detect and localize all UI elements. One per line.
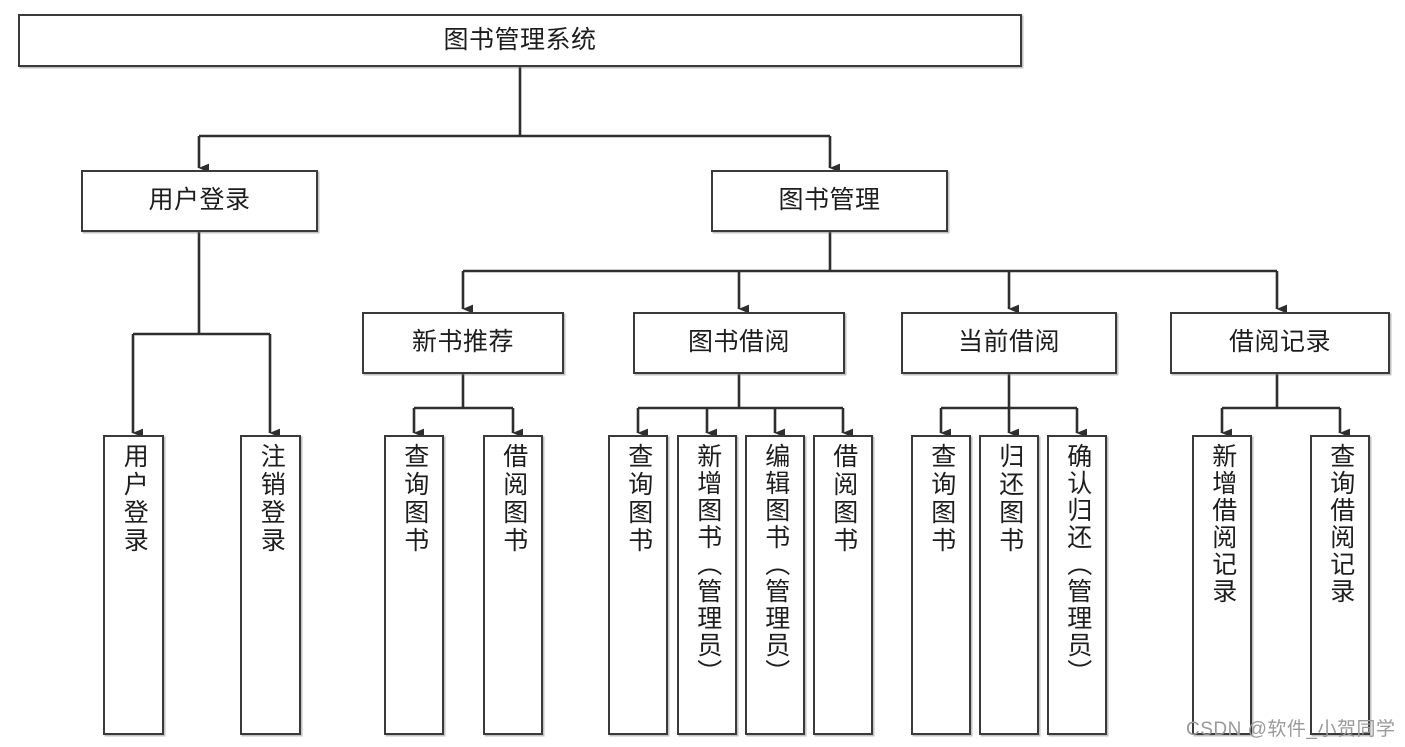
node-label: 图书借阅 [687,328,790,357]
node-label: 编辑图书（管理员） [761,443,790,686]
leaf-user-login[interactable]: 用户登录 [103,435,164,735]
node-label: 确认归还（管理员） [1063,443,1092,686]
node-label: 当前借阅 [957,328,1060,357]
node-label: 查询图书 [624,443,653,555]
node-root-system[interactable]: 图书管理系统 [18,14,1022,67]
leaf-add-borrow-record[interactable]: 新增借阅记录 [1192,435,1252,735]
node-label: 新增图书（管理员） [693,443,722,686]
node-borrow-record[interactable]: 借阅记录 [1170,312,1390,374]
node-label: 查询借阅记录 [1326,443,1355,605]
node-label: 图书管理 [778,186,881,215]
node-book-borrow[interactable]: 图书借阅 [633,312,845,374]
node-label: 查询图书 [400,443,429,555]
leaf-confirm-return[interactable]: 确认归还（管理员） [1047,435,1107,735]
csdn-watermark: CSDN @软件_小贺同学 [1186,719,1396,740]
leaf-query-borrow-record[interactable]: 查询借阅记录 [1310,435,1370,735]
leaf-edit-book[interactable]: 编辑图书（管理员） [745,435,805,735]
leaf-query-book-1[interactable]: 查询图书 [384,435,444,735]
leaf-return-book[interactable]: 归还图书 [979,435,1039,735]
node-book-manage[interactable]: 图书管理 [711,170,948,232]
leaf-borrow-book-1[interactable]: 借阅图书 [483,435,543,735]
leaf-borrow-book-2[interactable]: 借阅图书 [813,435,873,735]
leaf-query-book-2[interactable]: 查询图书 [608,435,668,735]
leaf-query-book-3[interactable]: 查询图书 [911,435,971,735]
node-label: 归还图书 [995,443,1024,555]
node-label: 新增借阅记录 [1208,443,1237,605]
node-user-login[interactable]: 用户登录 [81,170,318,232]
node-label: 借阅图书 [829,443,858,555]
node-new-book-recommend[interactable]: 新书推荐 [362,312,564,374]
node-label: 借阅记录 [1228,328,1331,357]
node-label: 用户登录 [148,186,251,215]
node-label: 图书管理系统 [443,25,597,54]
node-label: 借阅图书 [499,443,528,555]
leaf-add-book[interactable]: 新增图书（管理员） [677,435,737,735]
node-current-borrow[interactable]: 当前借阅 [901,312,1117,374]
node-label: 查询图书 [927,443,956,555]
node-label: 注销登录 [257,443,286,555]
node-label: 用户登录 [120,443,149,555]
leaf-logout[interactable]: 注销登录 [240,435,301,735]
node-label: 新书推荐 [411,328,514,357]
